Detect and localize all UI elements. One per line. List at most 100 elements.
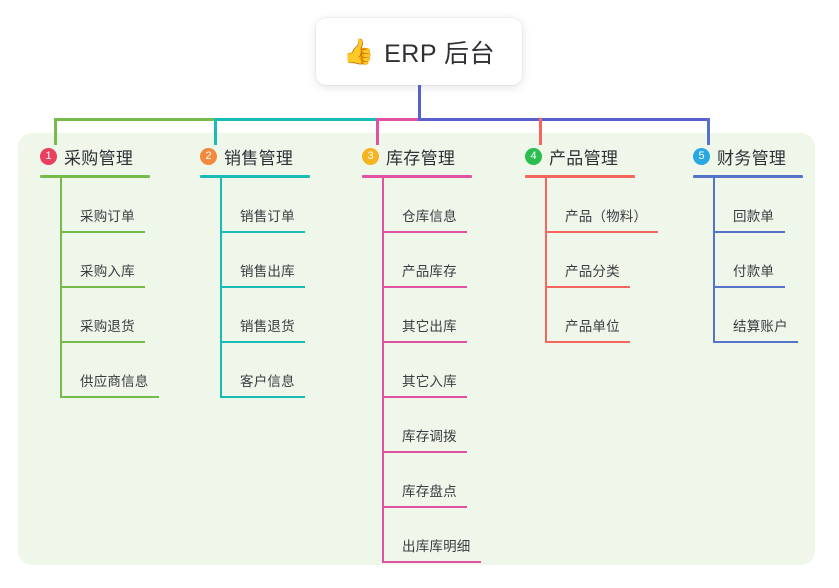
branch-number-badge: 1	[40, 147, 57, 165]
branch-item[interactable]: 付款单	[713, 233, 803, 288]
branch-item[interactable]: 产品分类	[545, 233, 635, 288]
branch-item-label: 采购入库	[80, 264, 135, 279]
branch-header-2[interactable]: 2 销售管理	[200, 143, 310, 169]
branch-item-underline	[713, 341, 798, 343]
branch-item-underline	[382, 341, 467, 343]
branch-spine	[545, 178, 547, 343]
branch-items: 回款单付款单结算账户	[713, 178, 803, 343]
branch-item[interactable]: 产品库存	[382, 233, 472, 288]
branch-header-underline	[693, 175, 803, 178]
branch-item-label: 产品（物料）	[565, 209, 648, 224]
branch-item-label: 供应商信息	[80, 374, 149, 389]
branch-item-underline	[382, 451, 467, 453]
branch-spine	[713, 178, 715, 343]
branch-item-underline	[382, 506, 467, 508]
branch-title: 库存管理	[386, 148, 456, 168]
branch-item-label: 产品单位	[565, 319, 620, 334]
branch-item-underline	[60, 231, 145, 233]
branch-item-underline	[220, 286, 305, 288]
branch-column-2: 2 销售管理销售订单销售出库销售退货客户信息	[200, 143, 310, 398]
branch-item-label: 其它出库	[402, 319, 457, 334]
branch-item-label: 其它入库	[402, 374, 457, 389]
branch-item-label: 出库库明细	[402, 539, 471, 554]
branch-number-badge: 2	[200, 147, 217, 165]
branch-stub-connector	[539, 118, 542, 145]
branch-item-underline	[713, 231, 785, 233]
branch-item-label: 仓库信息	[402, 209, 457, 224]
branch-item[interactable]: 销售退货	[220, 288, 310, 343]
bus-segment	[214, 118, 379, 121]
bus-segment	[418, 118, 542, 121]
branch-item-label: 产品库存	[402, 264, 457, 279]
branch-items: 采购订单采购入库采购退货供应商信息	[60, 178, 159, 398]
branch-item[interactable]: 采购入库	[60, 233, 150, 288]
branch-item[interactable]: 供应商信息	[60, 343, 159, 398]
root-node-title: ERP 后台	[384, 39, 496, 68]
branch-stub-connector	[707, 118, 710, 145]
branch-spine	[382, 178, 384, 563]
branch-item-underline	[220, 396, 305, 398]
branch-items: 仓库信息产品库存其它出库其它入库库存调拨库存盘点出库库明细	[382, 178, 481, 563]
branch-header-underline	[40, 175, 150, 178]
branch-items: 销售订单销售出库销售退货客户信息	[220, 178, 310, 398]
branch-spine	[220, 178, 222, 398]
branch-item-label: 客户信息	[240, 374, 295, 389]
branch-item[interactable]: 产品单位	[545, 288, 635, 343]
branch-header-underline	[525, 175, 635, 178]
branch-column-1: 1 采购管理采购订单采购入库采购退货供应商信息	[40, 143, 159, 398]
branch-item-label: 库存盘点	[402, 484, 457, 499]
branch-stub-connector	[54, 118, 57, 145]
branch-item-underline	[382, 396, 467, 398]
branch-item[interactable]: 采购订单	[60, 178, 150, 233]
branch-header-underline	[200, 175, 310, 178]
branch-title: 采购管理	[64, 148, 134, 168]
branch-stub-connector	[376, 118, 379, 145]
branch-number-badge: 5	[693, 147, 710, 165]
branch-item-underline	[545, 231, 658, 233]
branch-item[interactable]: 出库库明细	[382, 508, 481, 563]
branch-header-1[interactable]: 1 采购管理	[40, 143, 150, 169]
branch-item[interactable]: 客户信息	[220, 343, 310, 398]
branch-header-underline	[362, 175, 472, 178]
branch-item-label: 库存调拨	[402, 429, 457, 444]
branch-item[interactable]: 库存调拨	[382, 398, 472, 453]
branch-item[interactable]: 其它出库	[382, 288, 472, 343]
branch-item-label: 采购退货	[80, 319, 135, 334]
branch-item[interactable]: 销售出库	[220, 233, 310, 288]
branch-item-underline	[382, 561, 481, 563]
branch-item[interactable]: 其它入库	[382, 343, 472, 398]
root-node[interactable]: 👍 ERP 后台	[316, 18, 522, 85]
branch-item-underline	[220, 341, 305, 343]
branch-item-underline	[382, 286, 467, 288]
branch-number-badge: 4	[525, 147, 542, 165]
branch-item[interactable]: 回款单	[713, 178, 803, 233]
root-stem-connector	[418, 85, 421, 121]
branch-item-label: 采购订单	[80, 209, 135, 224]
branch-item-label: 产品分类	[565, 264, 620, 279]
branch-item-underline	[382, 231, 467, 233]
branch-item-underline	[60, 396, 159, 398]
branch-item-label: 销售退货	[240, 319, 295, 334]
branch-item-underline	[545, 341, 630, 343]
branch-item[interactable]: 产品（物料）	[545, 178, 658, 233]
branch-item[interactable]: 结算账户	[713, 288, 803, 343]
branch-item-label: 销售出库	[240, 264, 295, 279]
branch-stub-connector	[214, 118, 217, 145]
branch-item-underline	[60, 341, 145, 343]
branch-item[interactable]: 销售订单	[220, 178, 310, 233]
branch-item[interactable]: 采购退货	[60, 288, 150, 343]
branch-spine	[60, 178, 62, 398]
branch-item-label: 回款单	[733, 209, 775, 224]
branch-item[interactable]: 库存盘点	[382, 453, 472, 508]
branch-title: 销售管理	[224, 148, 294, 168]
branch-item[interactable]: 仓库信息	[382, 178, 472, 233]
bus-segment	[376, 118, 418, 121]
branch-item-label: 销售订单	[240, 209, 295, 224]
